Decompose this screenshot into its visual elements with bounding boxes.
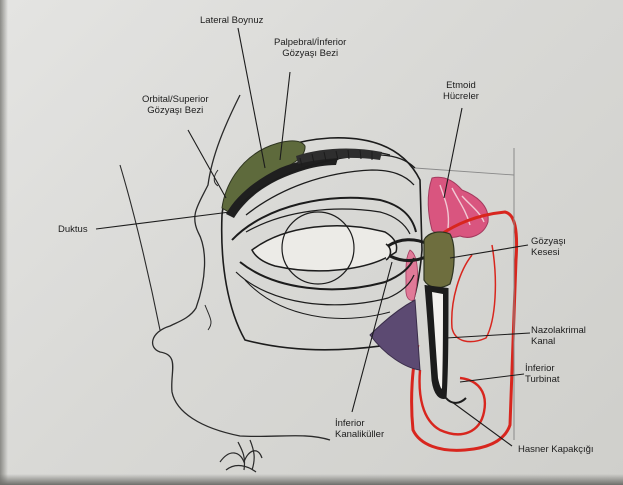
label-etmoid-line1: Etmoid — [443, 80, 479, 91]
label-palpebral-inferior: Palpebral/İnferior Gözyaşı Bezi — [274, 37, 346, 59]
ethmoid-cells — [428, 177, 488, 237]
label-gozyasi-kesesi: Gözyaşı Kesesi — [531, 236, 566, 258]
label-inferior-kanal-line1: İnferior — [335, 418, 384, 429]
label-nazolakrimal-line2: Kanal — [531, 336, 586, 347]
eye-opening — [252, 226, 397, 271]
label-nazolakrimal-line1: Nazolakrimal — [531, 325, 586, 336]
nasolacrimal-bony-wall — [370, 300, 420, 370]
middle-turbinate — [452, 245, 496, 342]
label-etmoid-hucreler: Etmoid Hücreler — [443, 80, 479, 102]
label-inferior-kanal-line2: Kanaliküller — [335, 429, 384, 440]
label-lateral-boynuz: Lateral Boynuz — [200, 15, 263, 26]
leader-lateral-boynuz — [238, 28, 265, 168]
label-hasner-kapakcigi: Hasner Kapakçığı — [518, 444, 594, 455]
label-gozyasi-line1: Gözyaşı — [531, 236, 566, 247]
label-hasner-text: Hasner Kapakçığı — [518, 444, 594, 455]
label-inferior-turbinat-line2: Turbinat — [525, 374, 560, 385]
hasner-valve — [446, 398, 466, 403]
label-palpebral-line2: Gözyaşı Bezi — [274, 48, 346, 59]
label-etmoid-line2: Hücreler — [443, 91, 479, 102]
label-gozyasi-line2: Kesesi — [531, 247, 566, 258]
label-palpebral-line1: Palpebral/İnferior — [274, 37, 346, 48]
leader-hasner — [452, 402, 512, 446]
leader-duktus — [96, 212, 230, 229]
medial-wall-line — [415, 168, 514, 175]
lacrimal-sac — [424, 232, 454, 287]
label-inferior-kanalikuller: İnferior Kanaliküller — [335, 418, 384, 440]
label-orbital-superior: Orbital/Superior Gözyaşı Bezi — [142, 94, 209, 116]
face-cheek-line — [120, 165, 160, 330]
label-duktus: Duktus — [58, 224, 88, 235]
label-inferior-turbinat: İnferior Turbinat — [525, 363, 560, 385]
label-nazolakrimal-kanal: Nazolakrimal Kanal — [531, 325, 586, 347]
cheek-fold — [205, 305, 211, 330]
label-duktus-text: Duktus — [58, 224, 88, 235]
label-inferior-turbinat-line1: İnferior — [525, 363, 560, 374]
label-lateral-boynuz-text: Lateral Boynuz — [200, 15, 263, 26]
label-orbital-line1: Orbital/Superior — [142, 94, 209, 105]
label-orbital-line2: Gözyaşı Bezi — [142, 105, 209, 116]
ethmoid-cells-lower — [406, 250, 418, 300]
lips-sketch — [220, 440, 262, 472]
